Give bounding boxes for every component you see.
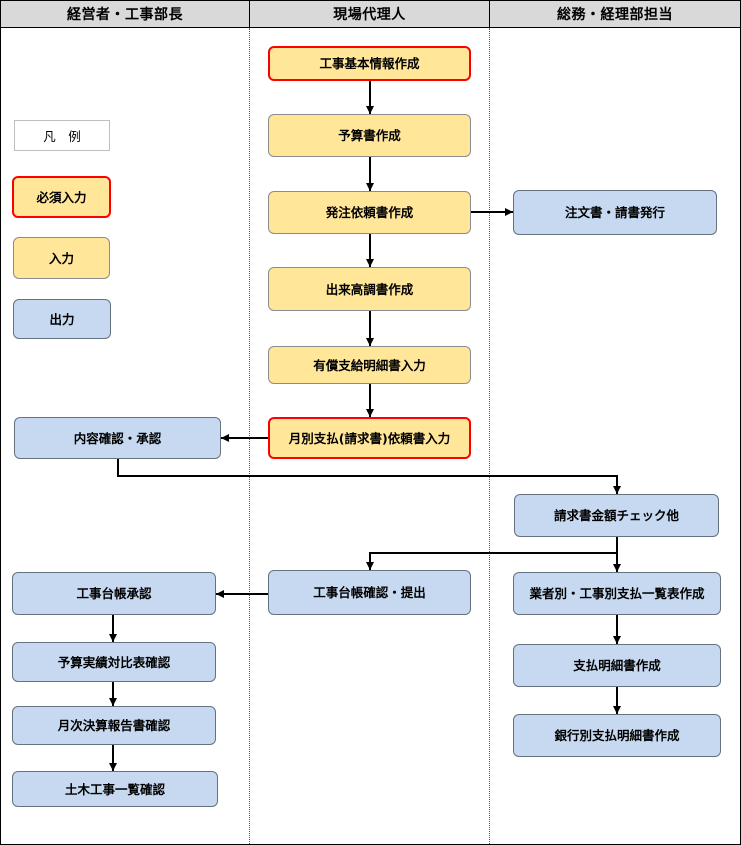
step-label: 予算実績対比表確認: [57, 654, 171, 670]
step-ledger-approval: 工事台帳承認: [12, 572, 216, 615]
legend-input: 入力: [13, 237, 110, 279]
step-label: 請求書金額チェック他: [553, 508, 679, 523]
legend-label: 入力: [48, 250, 74, 266]
legend-output: 出力: [13, 299, 111, 339]
arrow-invoice-check-to-ledger-review: [366, 552, 617, 570]
step-budget: 予算書作成: [268, 114, 471, 157]
step-label: 予算書作成: [338, 128, 401, 143]
step-content-approval: 内容確認・承認: [14, 417, 221, 459]
step-project-basic-info: 工事基本情報作成: [268, 46, 471, 81]
step-budget-vs-actual-review: 予算実績対比表確認: [12, 642, 216, 682]
step-label: 銀行別支払明細書作成: [554, 728, 680, 743]
step-monthly-payment-request: 月別支払(請求書)依頼書入力: [268, 417, 471, 459]
step-label: 業者別・工事別支払一覧表作成: [529, 586, 705, 601]
lane-header-site-agent: 現場代理人: [250, 1, 490, 28]
step-bank-payment-detail: 銀行別支払明細書作成: [513, 714, 721, 757]
step-invoice-check: 請求書金額チェック他: [514, 494, 719, 537]
lane-divider-left: [249, 28, 250, 844]
step-label: 工事台帳承認: [76, 586, 152, 601]
lane-title-management: 経営者・工事部長: [67, 7, 183, 23]
step-monthly-closing-review: 月次決算報告書確認: [12, 706, 216, 745]
step-order-issue: 注文書・請書発行: [513, 190, 717, 235]
step-ledger-review-submit: 工事台帳確認・提出: [268, 570, 471, 615]
lane-divider-right: [489, 28, 490, 844]
step-label: 注文書・請書発行: [564, 205, 665, 220]
step-label: 工事台帳確認・提出: [313, 585, 426, 600]
step-label: 月次決算報告書確認: [57, 718, 171, 733]
legend-label: 出力: [49, 311, 75, 327]
legend-title-box: 凡 例: [14, 120, 110, 151]
step-civil-works-list-review: 土木工事一覧確認: [12, 771, 218, 807]
legend-required-input: 必須入力: [12, 176, 111, 218]
step-payment-detail: 支払明細書作成: [513, 644, 721, 687]
step-paid-supply-detail: 有償支給明細書入力: [268, 346, 471, 384]
lane-title-accounting: 総務・経理部担当: [557, 7, 673, 23]
step-label: 出来高調書作成: [325, 281, 414, 297]
step-progress-survey: 出来高調書作成: [268, 267, 471, 311]
arrow-content-approval-to-invoice-check: [117, 459, 621, 494]
lane-header-accounting: 総務・経理部担当: [490, 1, 740, 28]
step-label: 支払明細書作成: [573, 658, 661, 673]
step-vendor-payment-list: 業者別・工事別支払一覧表作成: [513, 572, 721, 615]
step-label: 土木工事一覧確認: [64, 781, 165, 797]
legend-title: 凡 例: [43, 129, 81, 144]
legend-label: 必須入力: [36, 189, 87, 205]
step-label: 月別支払(請求書)依頼書入力: [288, 430, 451, 446]
step-label: 有償支給明細書入力: [313, 357, 426, 373]
step-purchase-request: 発注依頼書作成: [268, 191, 471, 234]
lane-title-site-agent: 現場代理人: [333, 7, 406, 23]
step-label: 工事基本情報作成: [319, 56, 420, 71]
step-label: 発注依頼書作成: [325, 205, 414, 220]
lane-header-management: 経営者・工事部長: [1, 1, 250, 28]
step-label: 内容確認・承認: [73, 430, 162, 446]
